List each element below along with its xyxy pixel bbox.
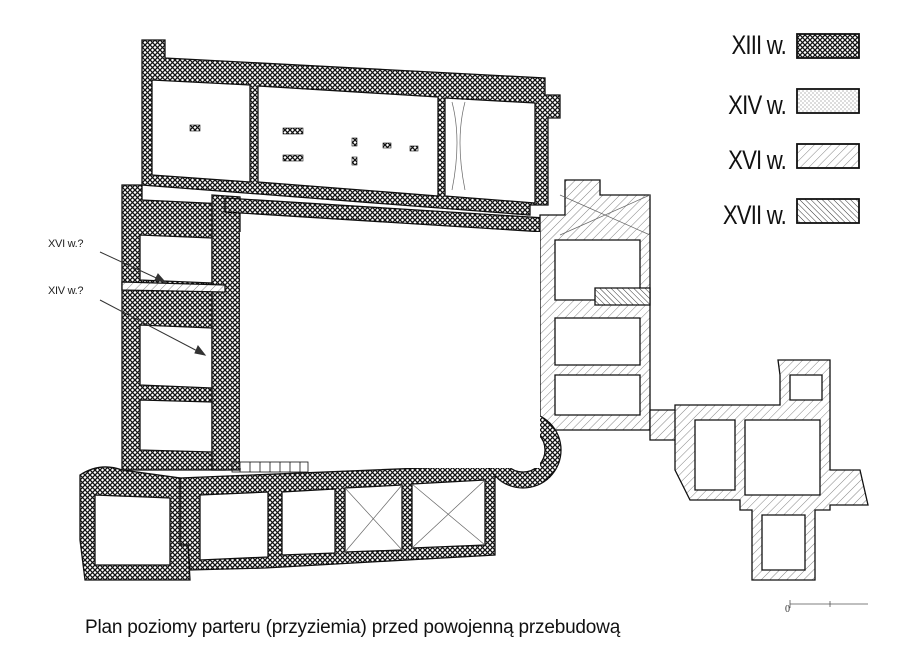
courtyard: [240, 232, 540, 468]
legend-swatch-xvi: [796, 143, 860, 169]
courtyard-stair: [231, 461, 309, 473]
legend-label-xvii: XVII w.: [722, 200, 787, 230]
legend-swatches: [796, 33, 860, 224]
legend-swatch-xiv: [796, 88, 860, 114]
east-wing-xvii: [594, 287, 651, 306]
north-fixtures: [189, 124, 419, 166]
east-annex: [649, 359, 869, 581]
annotation-xvi-question: XVI w.?: [48, 238, 84, 250]
west-xvi-corridor: [121, 281, 226, 293]
west-wing-wall: [121, 184, 226, 471]
scale-zero-label: 0: [785, 604, 790, 615]
annex-body: [674, 359, 869, 581]
annotation-xiv-question: XIV w.?: [48, 285, 84, 297]
annotation-arrows: [99, 251, 207, 356]
plan-caption: Plan poziomy parteru (przyziemia) przed …: [85, 617, 621, 638]
southwest-tower: [79, 466, 191, 581]
legend-label-xiv: XIV w.: [728, 90, 787, 120]
legend-swatch-xvii: [796, 198, 860, 224]
legend-swatch-xiii: [796, 33, 860, 59]
legend-label-xvi: XVI w.: [728, 145, 787, 175]
scale-bar: [789, 600, 868, 608]
legend-label-xiii: XIII w.: [731, 30, 786, 60]
south-wing-wall: [179, 464, 496, 571]
vaults: [344, 101, 651, 553]
west-courtyard-wall: [211, 194, 241, 471]
north-wing-wall: [141, 39, 561, 216]
